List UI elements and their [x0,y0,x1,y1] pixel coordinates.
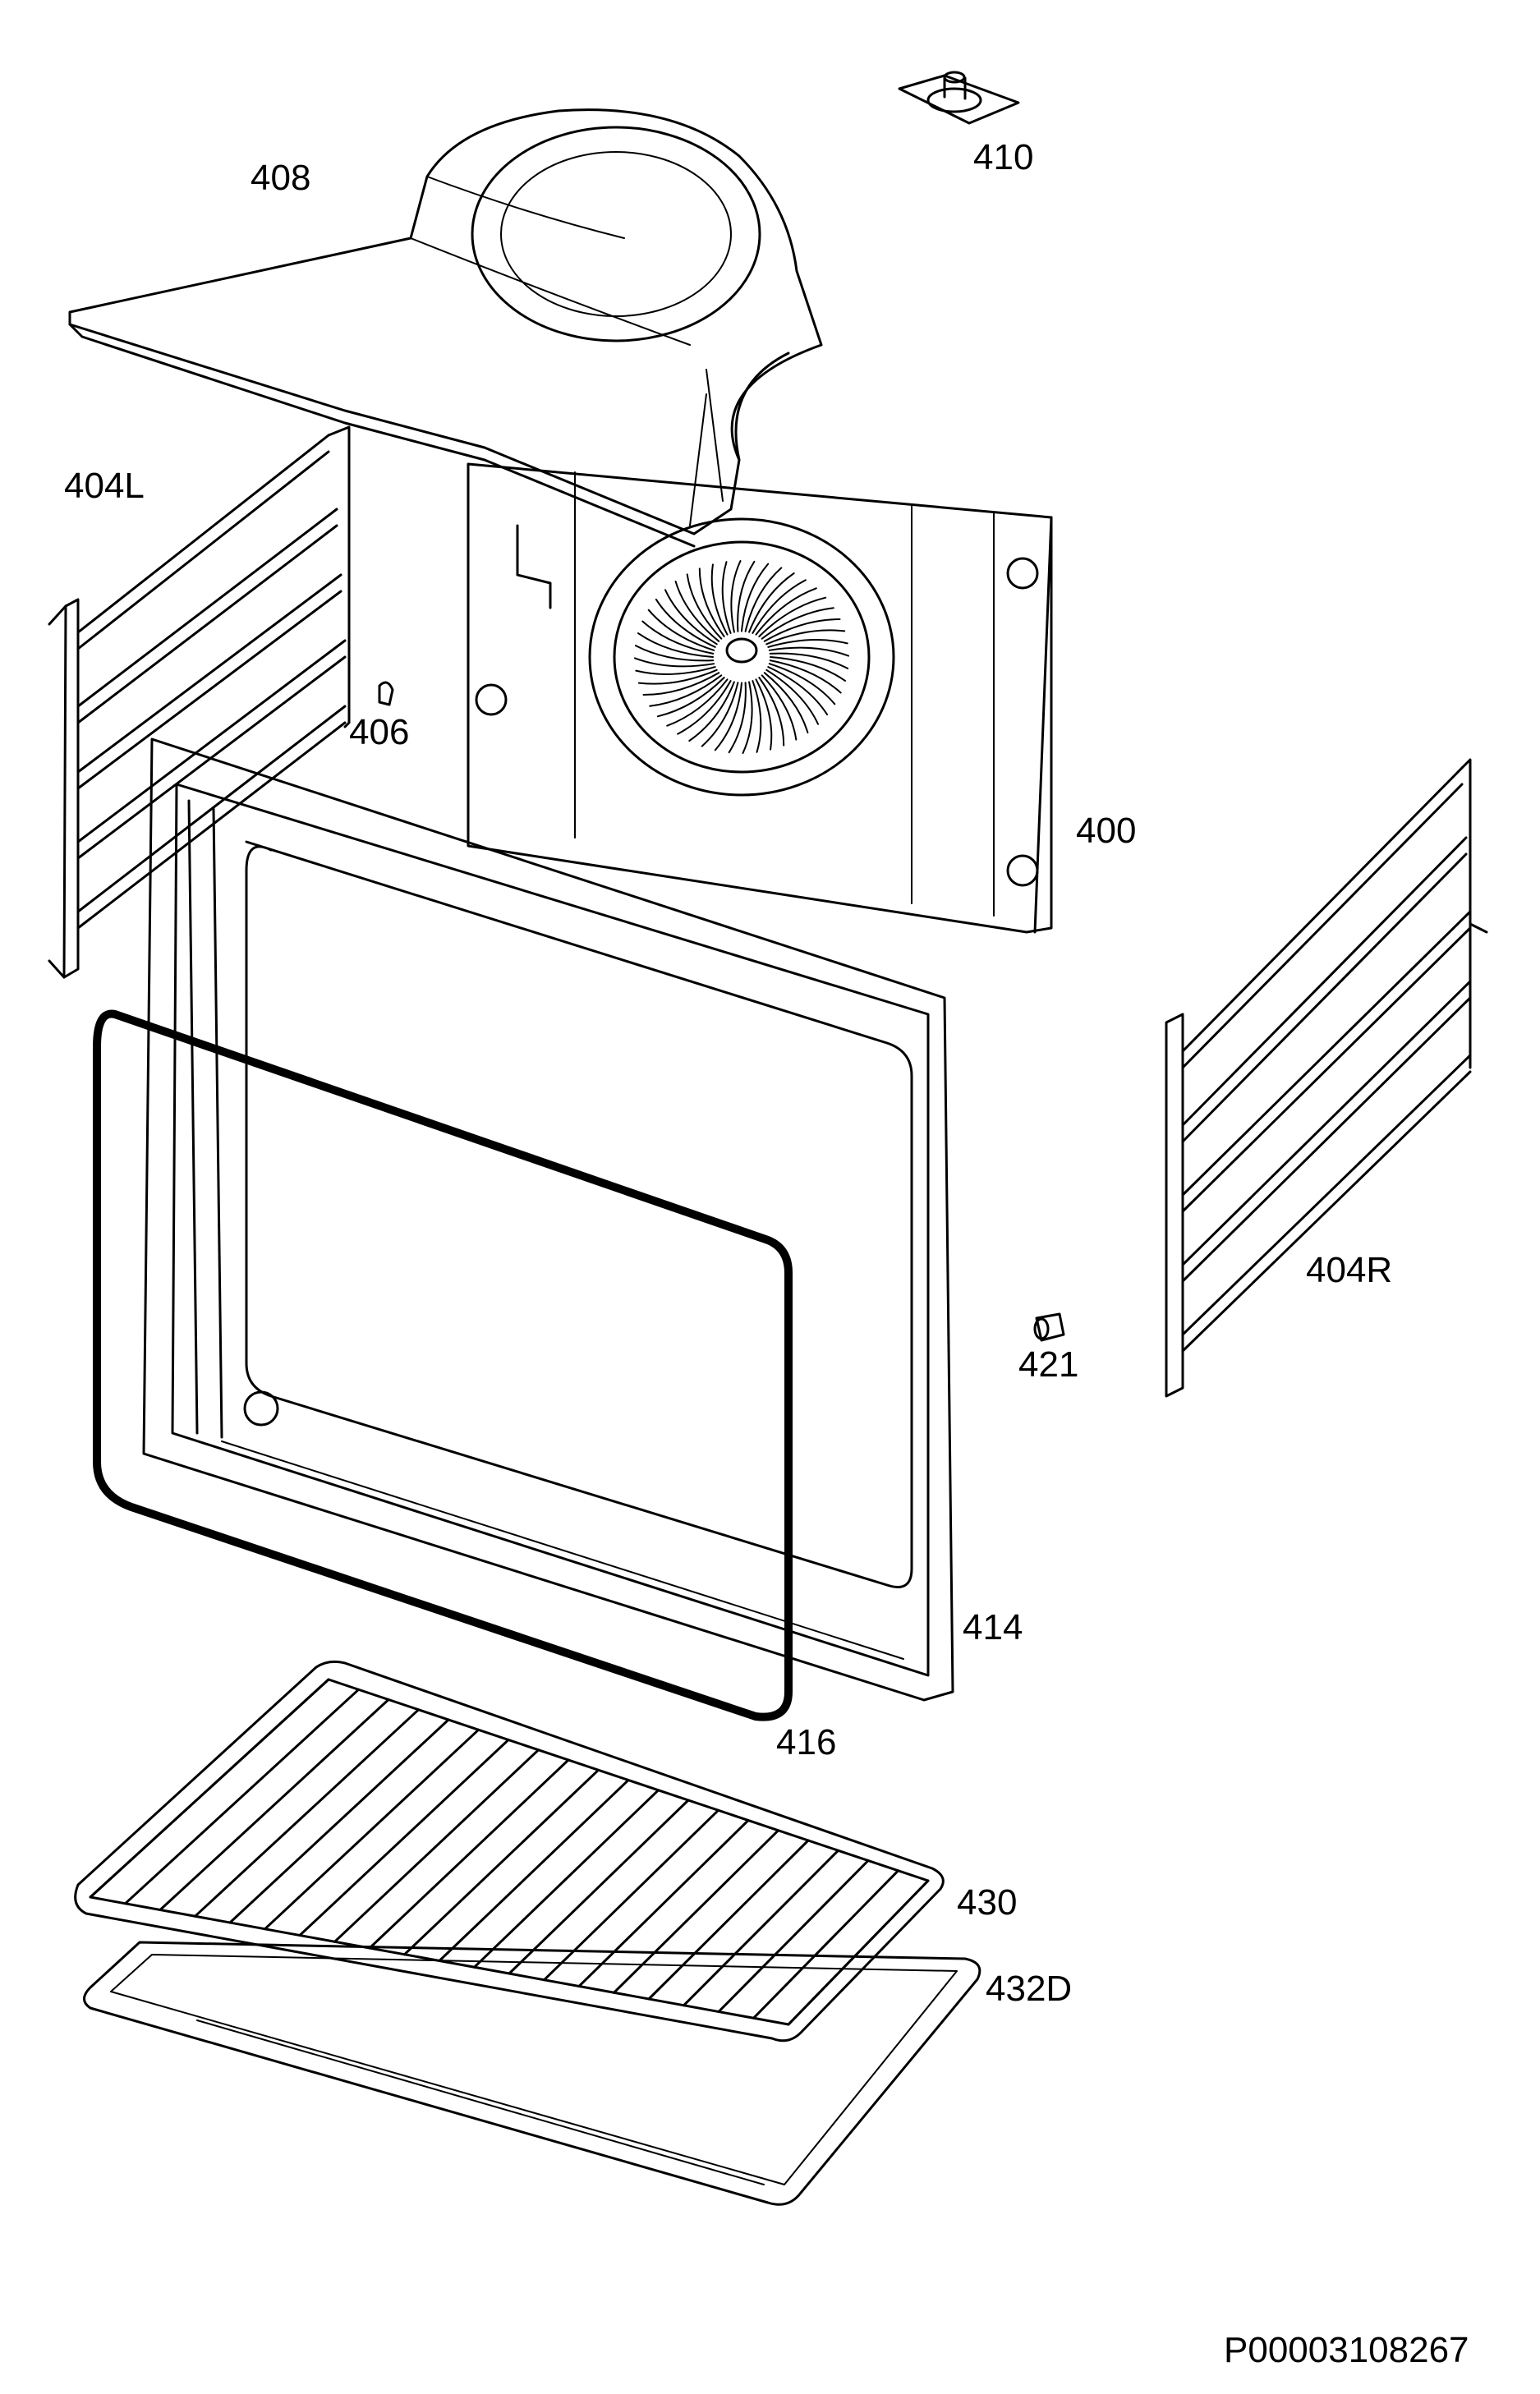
part-430-wire-shelf [74,1660,945,2042]
part-408-top-cover [68,108,823,548]
label-432D: 432D [986,1969,1073,2009]
part-404L-left-shelf-support [48,425,351,979]
label-430: 430 [957,1882,1018,1923]
part-416-door-gasket [93,1009,793,1721]
label-410: 410 [973,137,1034,177]
label-400: 400 [1076,811,1137,851]
label-404L: 404L [64,466,145,506]
part-404R-right-shelf-support [1165,758,1488,1398]
document-id: P00003108267 [1224,2330,1469,2370]
part-421-fastener [1033,1312,1065,1342]
part-410-fan-bearing [898,71,1020,125]
label-406: 406 [349,712,410,752]
label-416: 416 [776,1722,837,1762]
part-432D-tray [83,1941,981,2206]
part-406-clip [378,681,394,706]
label-408: 408 [251,158,311,198]
part-400-rear-panel [467,462,1053,934]
label-404R: 404R [1306,1250,1393,1290]
label-414: 414 [963,1607,1023,1647]
label-421: 421 [1018,1344,1079,1385]
